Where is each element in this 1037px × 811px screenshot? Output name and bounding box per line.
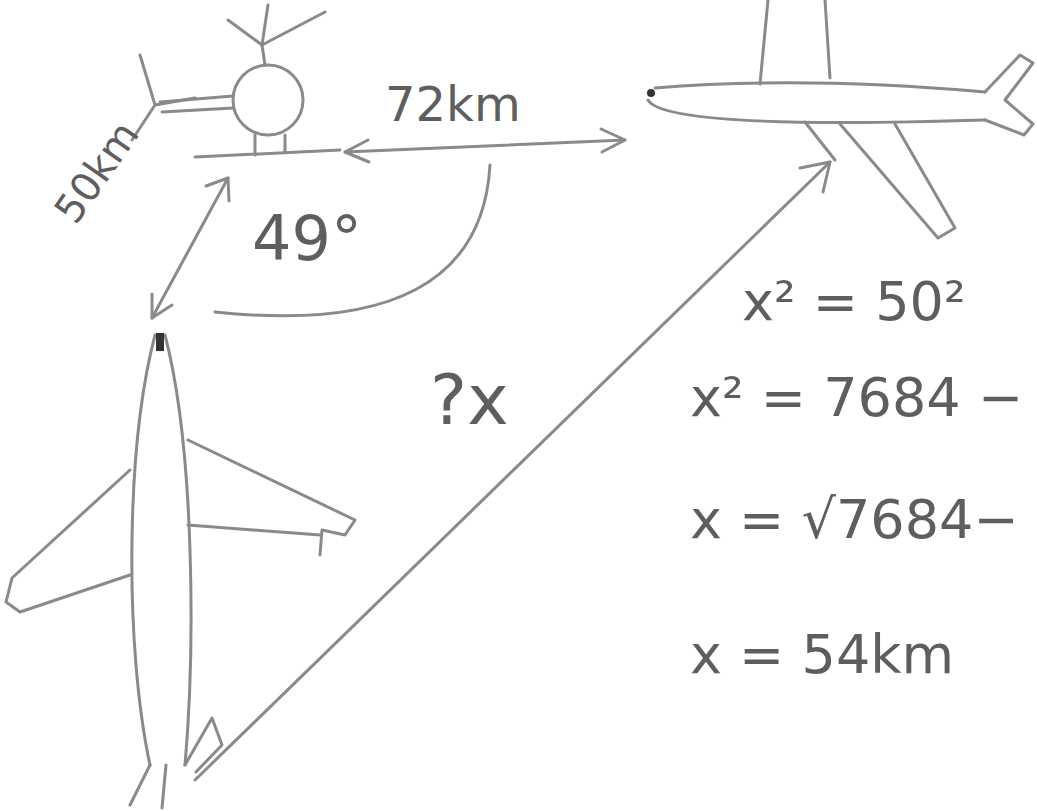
nose-mark (156, 333, 164, 351)
equation-line: x = 54km (690, 625, 954, 684)
equation-line: x² = 50² (742, 272, 966, 331)
unknown-label: ?x (430, 362, 509, 439)
angle-arc (215, 165, 490, 316)
nose-mark (647, 89, 655, 97)
airplane-left (6, 335, 355, 808)
distance-label: 72km (385, 78, 521, 131)
helicopter (132, 5, 340, 157)
equation-line: x = √7684− (690, 490, 1019, 549)
airplane-right (648, 0, 1033, 238)
distance-arrow (152, 178, 229, 318)
unknown-distance-arrow (195, 162, 830, 780)
angle-label: 49° (252, 205, 362, 273)
distance-arrow (345, 129, 625, 162)
equation-line: x² = 7684 − (690, 368, 1023, 427)
distance-label: 50km (46, 113, 147, 231)
